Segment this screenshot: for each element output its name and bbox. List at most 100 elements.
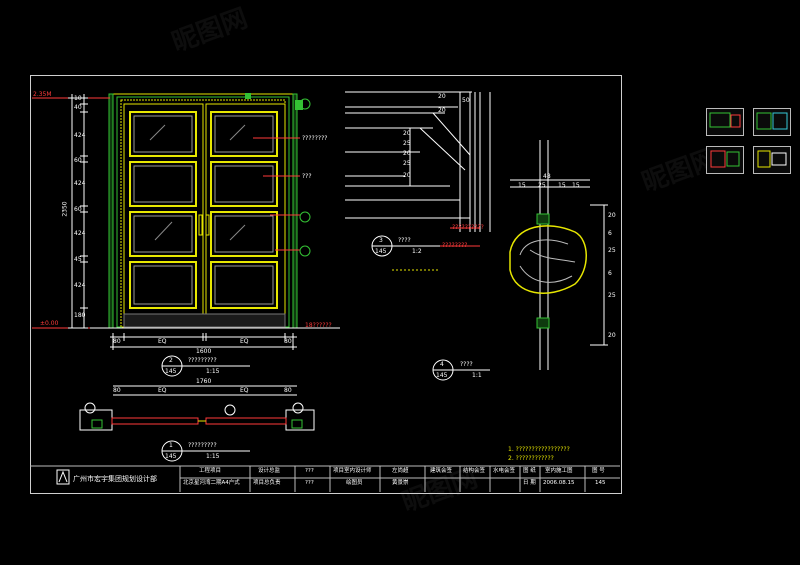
thumbnail-preview xyxy=(710,150,740,168)
dim-180: 180 xyxy=(74,312,86,319)
sec-dim-20-a: 20 xyxy=(438,93,446,100)
prof-dim-25-a: 25 xyxy=(608,247,616,254)
sheet-thumbnail[interactable] xyxy=(753,108,791,136)
sec-dim-20-e: 20 xyxy=(403,172,411,179)
sheet-thumbnail[interactable] xyxy=(706,146,744,174)
view-label-2 xyxy=(161,355,250,377)
dim-eq-d: EQ xyxy=(240,387,249,394)
drawing-no-label: 图 号 xyxy=(592,468,605,474)
view4-title: ???? xyxy=(460,361,473,368)
sheet-thumbnail[interactable] xyxy=(706,108,744,136)
view3-sheet: 145 xyxy=(375,248,387,255)
dim-side-80-b: 80 xyxy=(284,338,292,345)
dim-424-d: 424 xyxy=(74,282,86,289)
thumbnail-preview xyxy=(709,112,741,128)
drawing-type-label: 图 纸 xyxy=(523,468,536,474)
struct-sign-label: 结构会签 xyxy=(463,468,486,474)
thumbnail-preview xyxy=(757,150,787,168)
dim-side-80-a: 80 xyxy=(113,338,121,345)
view2-scale: 1:15 xyxy=(206,368,220,375)
view1-scale: 1:15 xyxy=(206,453,220,460)
interior-lead-value: 左尚超 xyxy=(392,468,409,474)
callout-1: ???????? xyxy=(302,135,328,142)
drawing-type-value: 室内施工图 xyxy=(545,468,573,474)
view3-title: ???? xyxy=(398,237,411,244)
profile-detail xyxy=(509,140,608,370)
prof-dim-25-b: 25 xyxy=(608,292,616,299)
view1-number: 1 xyxy=(169,442,173,449)
section-detail xyxy=(345,91,491,232)
prof-dim-20-b: 20 xyxy=(608,332,616,339)
callout-4: ???????? xyxy=(442,242,468,249)
level-top: 2.35M xyxy=(33,91,52,98)
sec-dim-50: 50 xyxy=(462,97,470,104)
dim-total-height: 2350 xyxy=(61,201,69,217)
prof-dim-6-b: 6 xyxy=(608,270,612,277)
callout-6: 18?????? xyxy=(305,322,332,329)
view3-number: 3 xyxy=(379,237,383,244)
date-value: 2006.08.15 xyxy=(543,480,575,486)
project-lead-label: 项目总负责 xyxy=(253,480,281,486)
prof-dim-15-b: 15 xyxy=(558,182,566,189)
prof-dim-48: 48 xyxy=(543,173,551,180)
project-lead-value: ??? xyxy=(305,480,314,486)
view4-scale: 1:1 xyxy=(472,372,482,379)
callout-3: ?????????? xyxy=(452,224,484,231)
dim-424-a: 424 xyxy=(74,132,86,139)
design-lead-value: ??? xyxy=(305,468,314,474)
title-block xyxy=(30,465,620,492)
prof-dim-15-c: 15 xyxy=(572,182,580,189)
door-plan xyxy=(79,385,315,431)
view-label-3 xyxy=(371,235,440,257)
company-name: 广州市宏宇集团规划设计部 xyxy=(73,475,157,483)
sec-dim-20-b: 20 xyxy=(438,107,446,114)
footnote-2: 2. ???????????? xyxy=(508,455,554,462)
view-label-4 xyxy=(432,359,490,381)
dim-side-80-c: 80 xyxy=(113,387,121,394)
dim-60-a: 60 xyxy=(74,157,82,164)
footnote-1: 1. ????????????????? xyxy=(508,446,570,453)
view1-title: ????????? xyxy=(188,442,217,449)
view4-sheet: 145 xyxy=(436,372,448,379)
interior-lead-label: 项目室内设计师 xyxy=(333,468,372,474)
mep-sign-label: 水电会签 xyxy=(493,468,516,474)
dim-eq-a: EQ xyxy=(158,338,167,345)
sec-dim-25-b: 25 xyxy=(403,160,411,167)
date-label: 日 期 xyxy=(523,480,536,486)
callout-2: ??? xyxy=(302,173,312,180)
company-logo xyxy=(56,469,70,485)
prof-dim-15-a: 15 xyxy=(518,182,526,189)
sec-dim-20-c: 20 xyxy=(403,130,411,137)
prof-dim-25: 25 xyxy=(538,182,546,189)
drawing-no-value: 145 xyxy=(595,480,606,486)
dim-424-b: 424 xyxy=(74,180,86,187)
sec-dim-20-d: 20 xyxy=(403,150,411,157)
project-name: 北京星河湾二期A4户式 xyxy=(183,480,240,486)
view2-number: 2 xyxy=(169,357,173,364)
view4-number: 4 xyxy=(440,361,444,368)
dim-eq-c: EQ xyxy=(158,387,167,394)
drafter-label: 绘图员 xyxy=(346,480,363,486)
dim-total-width-plan: 1760 xyxy=(196,378,212,385)
prof-dim-6-a: 6 xyxy=(608,230,612,237)
dim-eq-b: EQ xyxy=(240,338,249,345)
dim-10: 10 xyxy=(74,95,82,102)
view2-sheet: 145 xyxy=(165,368,177,375)
sec-dim-25-a: 25 xyxy=(403,140,411,147)
dim-total-width: 1600 xyxy=(196,348,212,355)
view3-scale: 1:2 xyxy=(412,248,422,255)
dim-424-c: 424 xyxy=(74,230,86,237)
thumbnail-preview xyxy=(756,112,788,130)
level-bottom: ±0.00 xyxy=(40,320,59,327)
door-elevation xyxy=(108,93,303,329)
view2-title: ????????? xyxy=(188,357,217,364)
arch-sign-label: 建筑会签 xyxy=(430,468,453,474)
design-lead-label: 设计总监 xyxy=(258,468,281,474)
dim-45: 45 xyxy=(74,256,82,263)
view1-sheet: 145 xyxy=(165,453,177,460)
drawing-sheet xyxy=(30,75,622,494)
drafter-value: 黄景崇 xyxy=(392,480,409,486)
sheet-thumbnail[interactable] xyxy=(753,146,791,174)
prof-dim-20-a: 20 xyxy=(608,212,616,219)
